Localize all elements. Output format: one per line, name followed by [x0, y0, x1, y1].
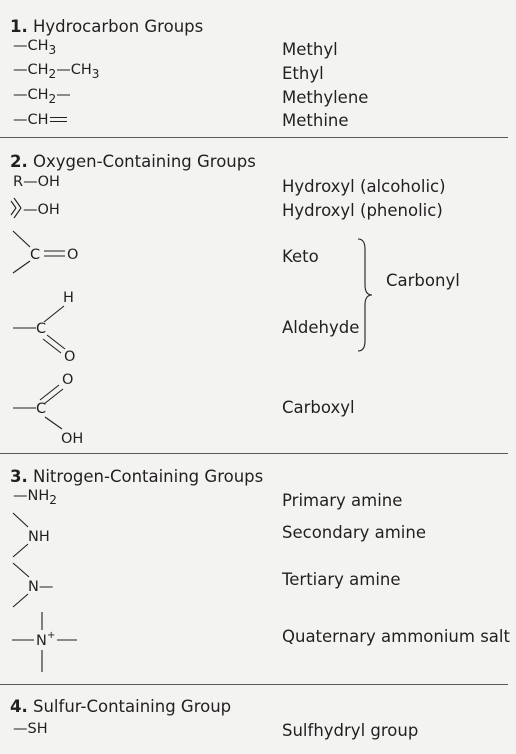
formula-methylene: —CH2— [13, 87, 71, 106]
label-primary-amine: Primary amine [282, 491, 403, 510]
section-3-heading: 3. Nitrogen-Containing Groups [10, 467, 264, 486]
secondary-amine-structure: NH [12, 512, 50, 558]
section-divider [0, 137, 508, 138]
label-hydroxyl-alcoholic: Hydroxyl (alcoholic) [282, 177, 446, 196]
section-1-heading: 1. Hydrocarbon Groups [10, 17, 204, 36]
formula-sulfhydryl: —SH [13, 721, 48, 737]
keto-oxygen: O [67, 247, 78, 263]
formula-methyl: —CH3 [13, 38, 57, 57]
formula-hydroxyl-alcoholic: R—OH [13, 174, 60, 190]
phenolic-ring-fragment [10, 197, 22, 219]
secondary-amine-nitrogen: NH [28, 529, 50, 545]
carboxyl-hydroxyl: OH [61, 431, 83, 447]
section-4-heading: 4. Sulfur-Containing Group [10, 697, 232, 716]
carboxyl-structure: O C OH [13, 372, 83, 447]
label-aldehyde: Aldehyde [282, 318, 360, 337]
carboxyl-carbon: C [36, 401, 46, 417]
formula-primary-amine: —NH2 [13, 488, 57, 507]
keto-carbon: C [30, 247, 40, 263]
label-methine: Methine [282, 111, 349, 130]
quaternary-charge: + [47, 630, 55, 641]
label-sulfhydryl: Sulfhydryl group [282, 721, 419, 740]
double-bond-mark [49, 115, 67, 125]
keto-structure: C O [12, 230, 78, 274]
section-divider [0, 684, 508, 685]
tertiary-amine-structure: N— [12, 562, 53, 608]
carboxyl-oxygen: O [62, 372, 73, 388]
label-carboxyl: Carboxyl [282, 398, 355, 417]
section-2-heading: 2. Oxygen-Containing Groups [10, 152, 256, 171]
label-tertiary-amine: Tertiary amine [282, 570, 401, 589]
quaternary-nitrogen: N [36, 633, 47, 649]
aldehyde-carbon: C [36, 321, 46, 337]
label-secondary-amine: Secondary amine [282, 523, 427, 542]
label-methylene: Methylene [282, 88, 369, 107]
label-ethyl: Ethyl [282, 64, 324, 83]
carbonyl-brace [357, 238, 373, 352]
aldehyde-oxygen: O [64, 349, 75, 365]
aldehyde-hydrogen: H [63, 290, 74, 306]
formula-ethyl: —CH2—CH3 [13, 62, 100, 81]
label-keto: Keto [282, 247, 319, 266]
label-carbonyl: Carbonyl [386, 271, 460, 290]
formula-hydroxyl-phenolic: —OH [23, 202, 60, 218]
section-divider [0, 453, 508, 454]
formula-methine: —CH [13, 112, 67, 128]
aldehyde-structure: H C O [13, 290, 75, 365]
quaternary-ammonium-structure: N + [12, 612, 77, 672]
label-quaternary-ammonium: Quaternary ammonium salt [282, 627, 510, 646]
label-methyl: Methyl [282, 40, 338, 59]
tertiary-amine-nitrogen: N— [28, 579, 53, 595]
label-hydroxyl-phenolic: Hydroxyl (phenolic) [282, 201, 443, 220]
